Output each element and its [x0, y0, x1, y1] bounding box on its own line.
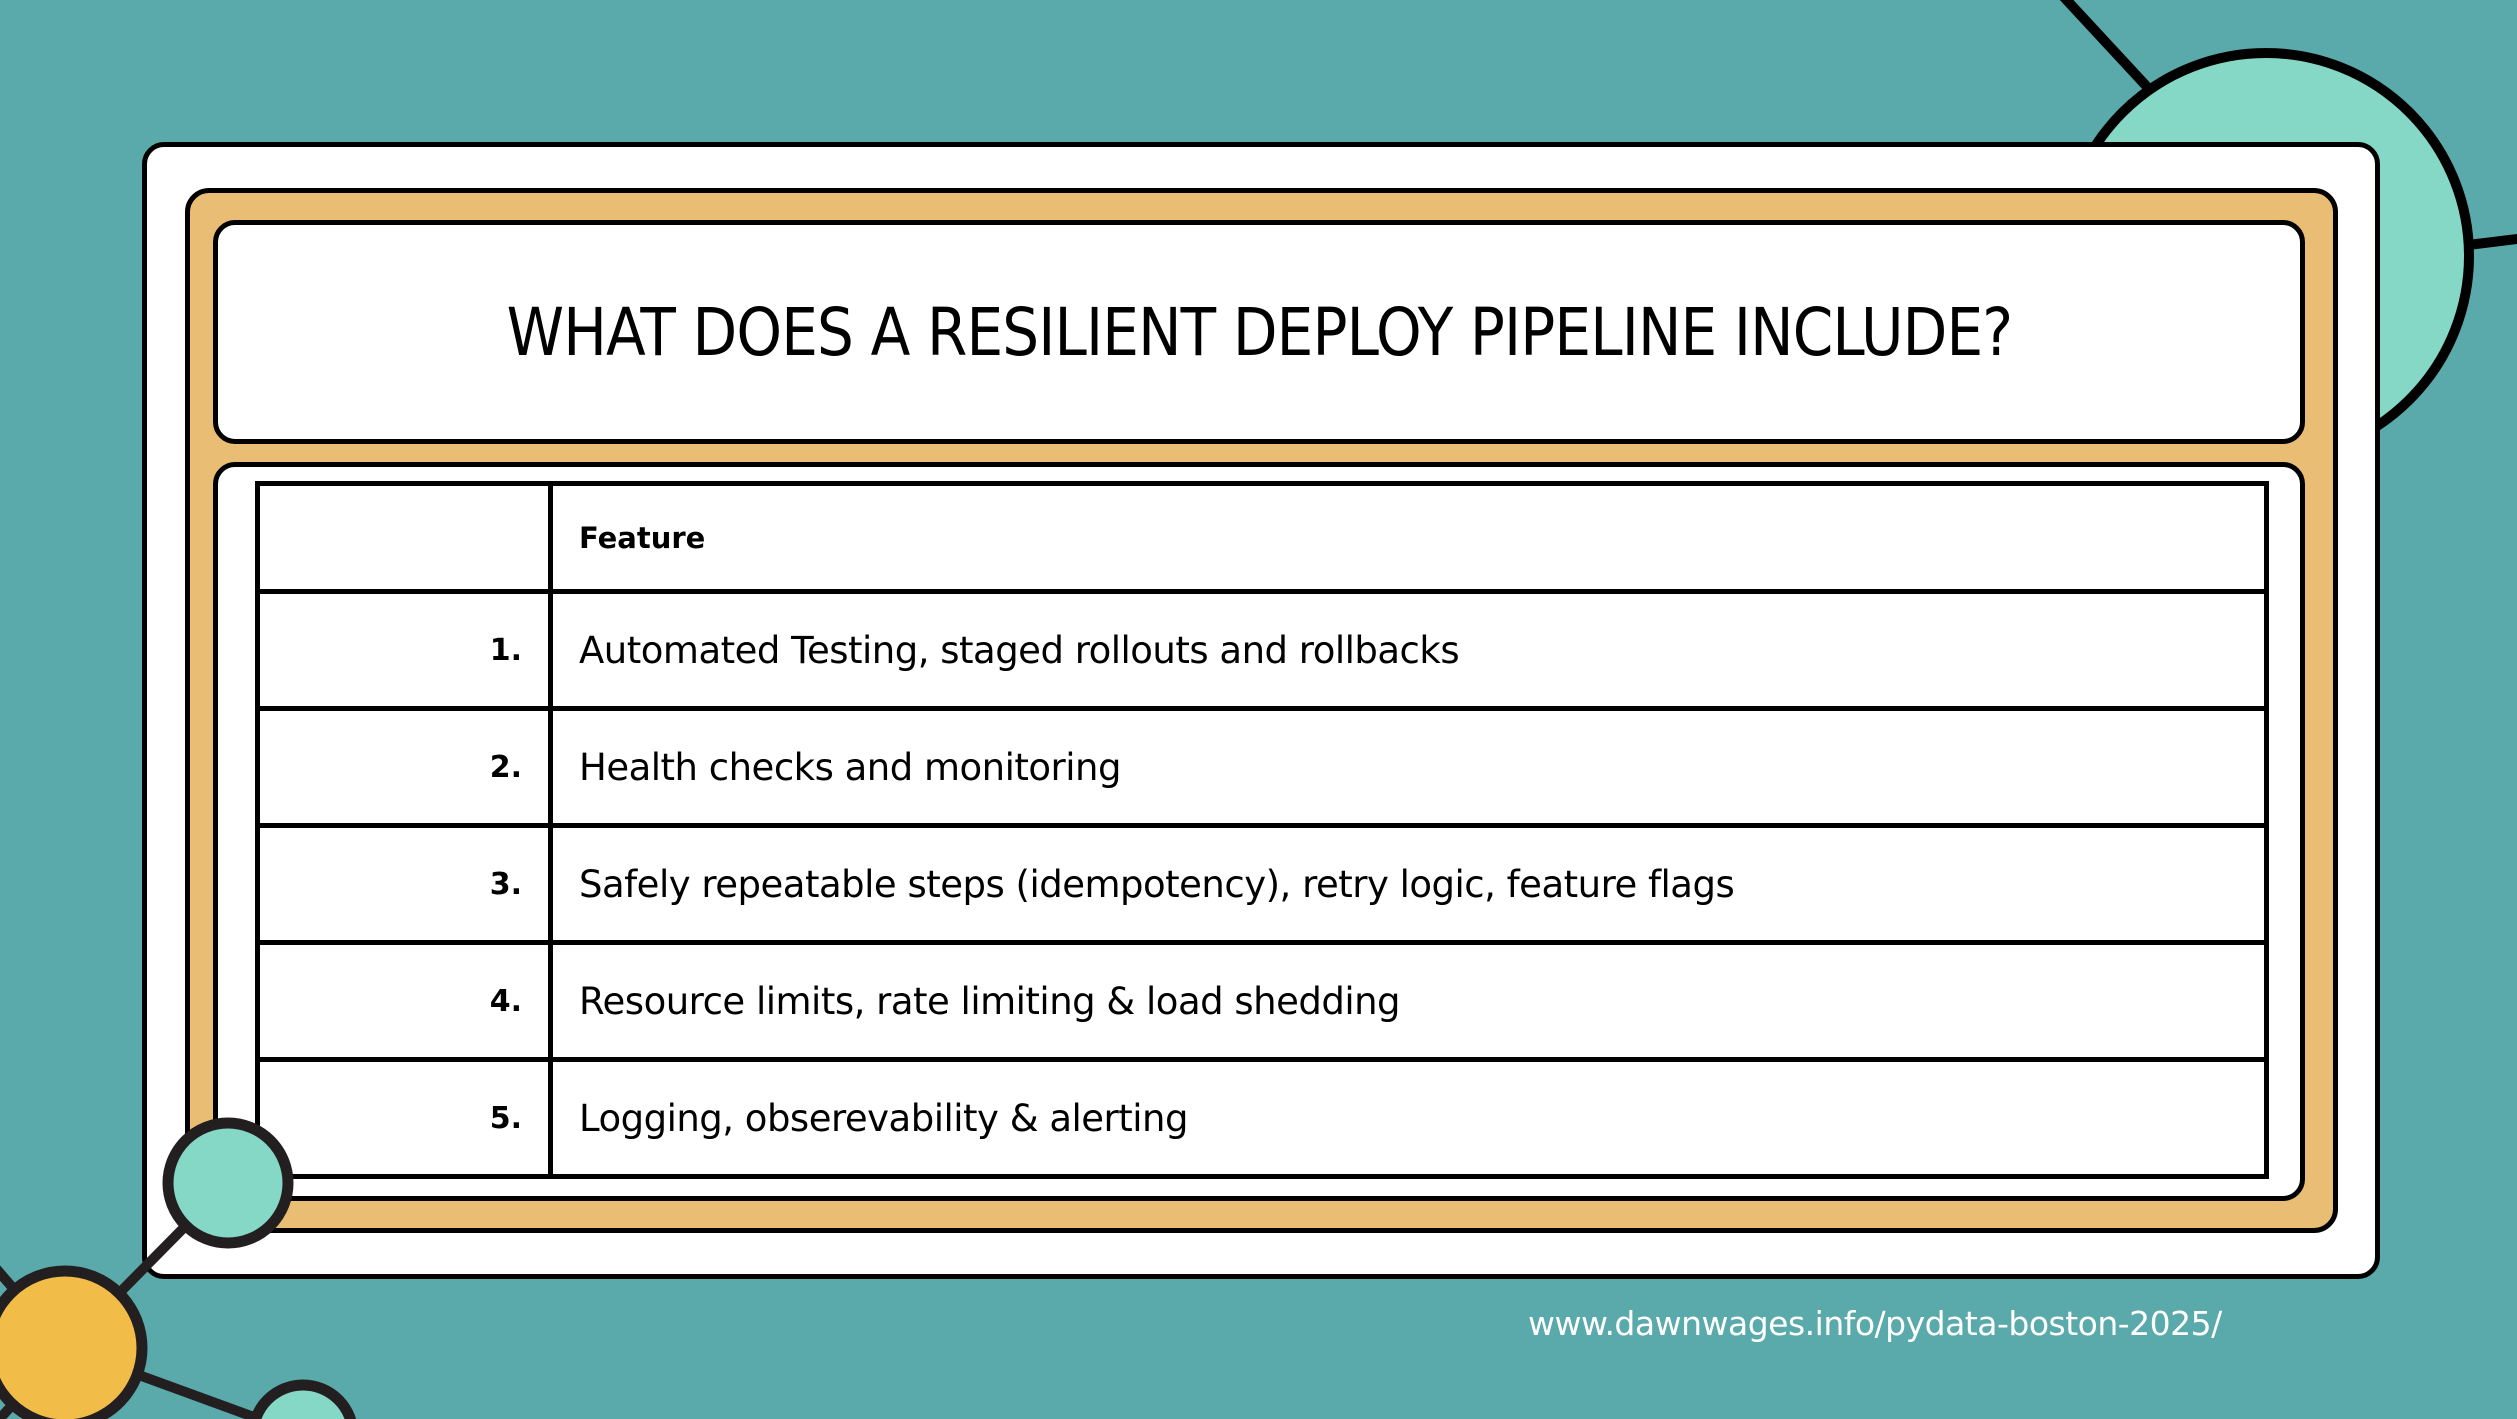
- row-feature: Safely repeatable steps (idempotency), r…: [548, 823, 2269, 945]
- header-number-cell: [255, 481, 553, 594]
- connector-line-icon: [2459, 233, 2517, 251]
- yellow-node-circle-icon: [0, 1265, 148, 1419]
- row-number: 5.: [255, 1057, 553, 1179]
- table-row: 2. Health checks and monitoring: [255, 706, 2269, 828]
- footer-url-link[interactable]: www.dawnwages.info/pydata-boston-2025/: [1528, 1304, 2222, 1343]
- connector-line-icon: [0, 1265, 69, 1352]
- row-number: 4.: [255, 940, 553, 1062]
- table-row: 4. Resource limits, rate limiting & load…: [255, 940, 2269, 1062]
- row-number: 1.: [255, 589, 553, 711]
- row-number: 2.: [255, 706, 553, 828]
- features-table: Feature 1. Automated Testing, staged rol…: [255, 481, 2269, 1179]
- connector-line-icon: [2059, 0, 2154, 94]
- row-feature: Resource limits, rate limiting & load sh…: [548, 940, 2269, 1062]
- row-feature: Automated Testing, staged rollouts and r…: [548, 589, 2269, 711]
- row-number: 3.: [255, 823, 553, 945]
- title-box: WHAT DOES A RESILIENT DEPLOY PIPELINE IN…: [213, 220, 2305, 444]
- row-feature: Health checks and monitoring: [548, 706, 2269, 828]
- slide-title: WHAT DOES A RESILIENT DEPLOY PIPELINE IN…: [506, 293, 2012, 371]
- table-row: 1. Automated Testing, staged rollouts an…: [255, 589, 2269, 711]
- table-header-row: Feature: [255, 481, 2269, 594]
- table-row: 3. Safely repeatable steps (idempotency)…: [255, 823, 2269, 945]
- header-feature-cell: Feature: [548, 481, 2269, 594]
- row-feature: Logging, obserevability & alerting: [548, 1057, 2269, 1179]
- table-row: 5. Logging, obserevability & alerting: [255, 1057, 2269, 1179]
- connector-line-icon: [0, 1344, 69, 1419]
- connector-line-icon: [63, 1343, 274, 1419]
- mint-node-circle-icon: [249, 1379, 357, 1419]
